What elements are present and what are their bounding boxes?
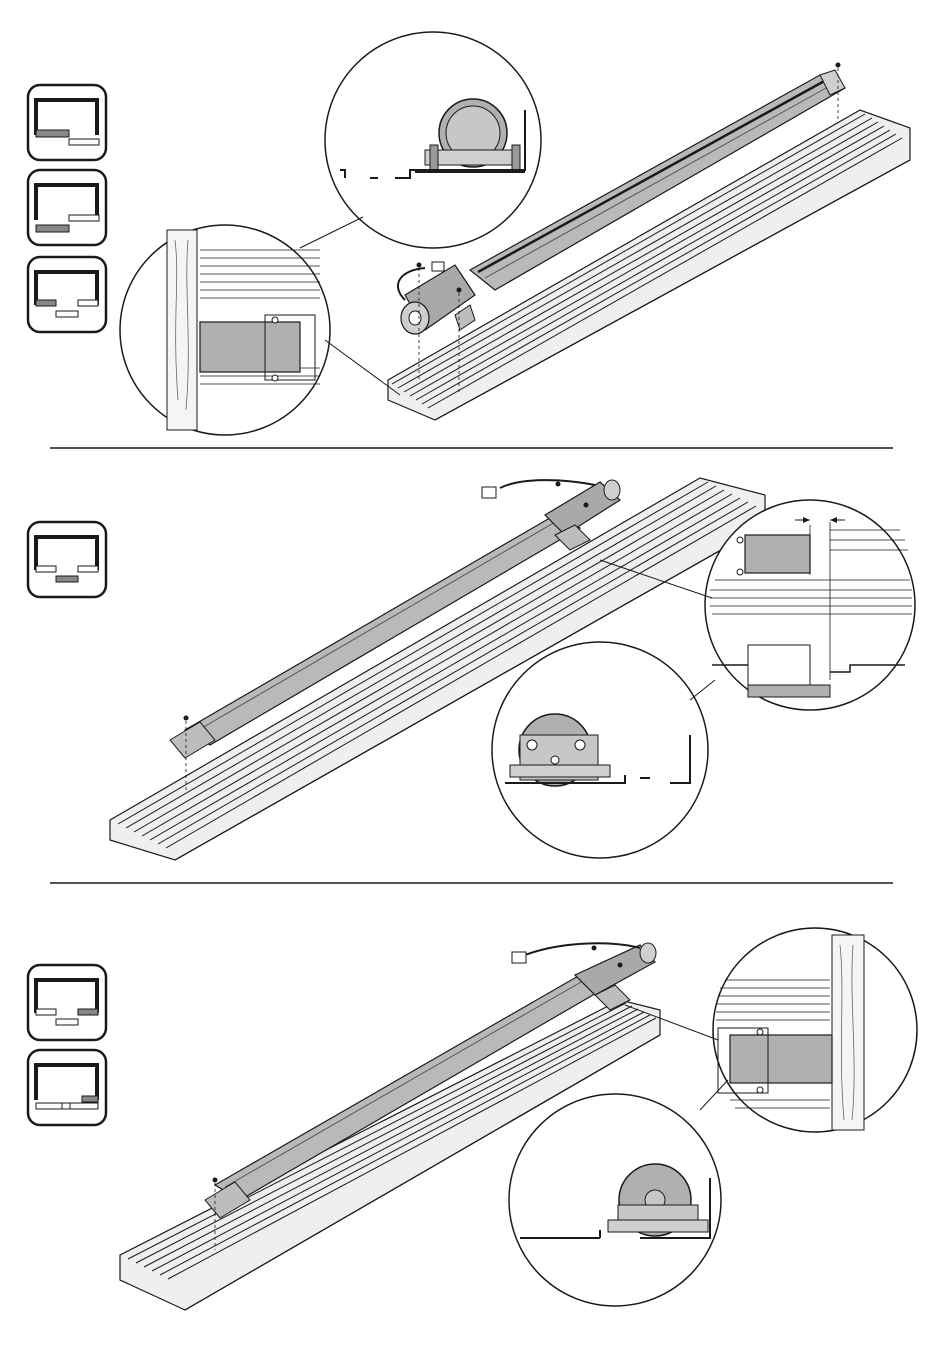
detail-circle-side-view-top [325,32,541,248]
position-icon-2 [28,170,106,245]
leader-line-2 [325,340,400,395]
leader-line-6 [700,1080,728,1110]
position-icon-3 [28,257,106,332]
position-icon-5 [28,965,106,1040]
detail-circle-top-view-middle [705,500,915,710]
position-icon-1 [28,85,106,160]
leader-line-4 [690,680,715,700]
motor-head-top [398,262,475,334]
detail-circle-side-view-bottom [509,1094,721,1306]
screw-middle-2 [556,482,561,487]
section-bottom [28,928,917,1310]
section-middle [28,478,915,860]
section-top [28,32,910,435]
detail-circle-top-view-top [120,225,330,435]
position-icon-4 [28,522,106,597]
screw-bottom-3 [618,963,623,968]
leader-line-1 [300,217,363,248]
detail-circle-side-view-middle [492,642,708,858]
detail-circle-top-view-bottom [713,928,917,1132]
screw-middle-3 [584,503,589,508]
screw-bottom-2 [592,946,597,951]
position-icon-6 [28,1050,106,1125]
